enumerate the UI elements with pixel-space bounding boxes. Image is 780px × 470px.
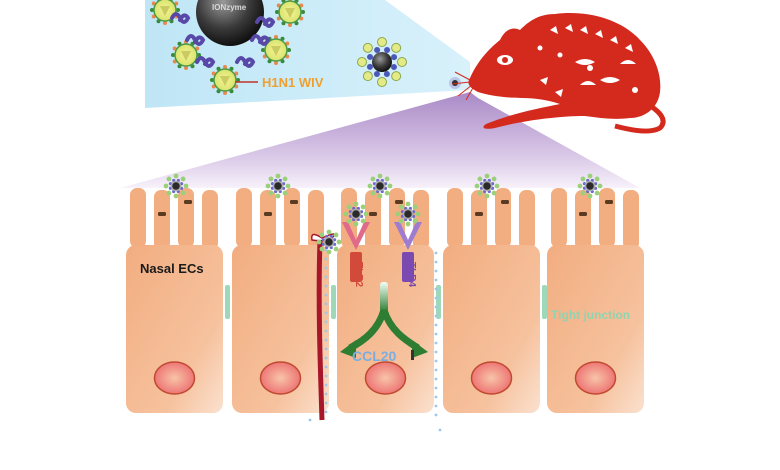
microvillus <box>260 190 276 250</box>
nasal-ecs-label: Nasal ECs <box>140 261 204 276</box>
microvillus <box>599 188 615 248</box>
nucleus <box>470 361 513 395</box>
ionzyme-complex <box>395 201 421 227</box>
tight-junction <box>436 285 441 319</box>
antibody-icon <box>250 34 271 46</box>
microvillus <box>447 188 463 248</box>
epithelial-cell <box>126 188 223 413</box>
nucleus <box>574 361 617 395</box>
tight-junction <box>542 285 547 319</box>
microvillus <box>471 190 487 250</box>
nasal-epithelial-cells <box>126 188 644 413</box>
tlr4-receptor <box>394 222 422 282</box>
antibody-icon <box>235 56 256 68</box>
microvillus <box>365 190 381 250</box>
microvillus <box>178 188 194 248</box>
cell-body <box>443 245 540 413</box>
tlr2-receptor <box>342 222 370 282</box>
microvillus <box>130 188 146 248</box>
tlr4-label: TLR4 <box>406 262 417 287</box>
ionzyme-complex <box>474 173 500 199</box>
h1n1-virus <box>150 0 180 25</box>
h1n1-wiv-label: H1N1 WIV <box>262 75 324 90</box>
ionzyme-complex <box>577 173 603 199</box>
complex-at-nose <box>449 77 461 89</box>
mouse-papercut <box>451 13 666 134</box>
epithelial-cell <box>547 188 644 413</box>
h1n1-virus <box>171 40 201 70</box>
microvillus <box>623 190 639 250</box>
nucleus <box>153 361 196 395</box>
cell-body <box>337 245 434 413</box>
cell-body <box>547 245 644 413</box>
ionzyme-complex <box>163 173 189 199</box>
microvillus <box>202 190 218 250</box>
tight-junction <box>331 285 336 319</box>
ccl20-secretion-arrow <box>340 282 428 358</box>
ccl20-label: CCL20 <box>352 348 397 364</box>
microvillus <box>495 188 511 248</box>
ionzyme-complex <box>343 201 369 227</box>
cell-body <box>232 245 329 413</box>
tlr2-label: TLR2 <box>353 262 364 287</box>
microvillus <box>236 188 252 248</box>
h1n1-virus-group <box>150 0 305 95</box>
microvillus <box>575 190 591 250</box>
h1n1-virus <box>261 35 291 65</box>
microvillus <box>284 188 300 248</box>
ionzyme-virus-complex <box>357 37 407 87</box>
epithelial-cell <box>232 188 329 413</box>
h1n1-virus <box>275 0 305 27</box>
ionzyme-sphere <box>196 0 264 46</box>
nucleus <box>259 361 302 395</box>
cell-bound-complexes <box>163 173 603 255</box>
antibody-icon <box>255 16 276 28</box>
epithelial-cell <box>337 188 434 413</box>
ionzyme-complex <box>316 229 342 255</box>
microvillus <box>551 188 567 248</box>
microvillus <box>154 190 170 250</box>
ionzyme-label: IONzyme <box>212 3 247 12</box>
epithelial-cell <box>443 188 540 413</box>
tight-junction-label: Tight junction <box>551 308 631 322</box>
microvillus <box>413 190 429 250</box>
microvillus <box>341 188 357 248</box>
antibody-squiggles <box>170 12 276 68</box>
cell-body <box>126 245 223 413</box>
ccl20-up-indicator <box>411 350 414 360</box>
antibody-icon <box>170 12 191 24</box>
nucleus <box>364 361 407 395</box>
ionzyme-complex <box>367 173 393 199</box>
microvillus <box>519 190 535 250</box>
dotted-transport-path <box>308 248 442 432</box>
ionzyme-complex <box>265 173 291 199</box>
tight-junction <box>225 285 230 319</box>
h1n1-virus <box>210 65 240 95</box>
antibody-icon <box>195 56 216 68</box>
antibody-icon <box>185 34 206 46</box>
